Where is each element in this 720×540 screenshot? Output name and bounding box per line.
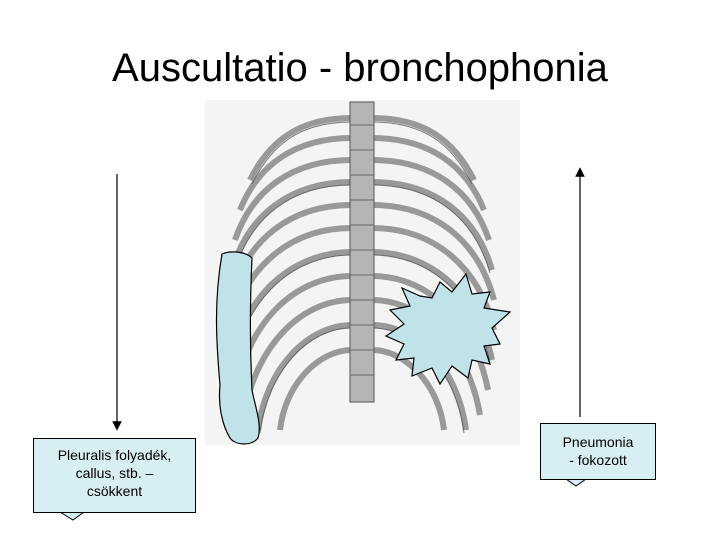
pneumonia-callout-line-2: - fokozott [541,451,655,469]
left-callout-tail [60,512,84,520]
effusion-callout-line-3: csökkent [34,482,195,500]
right-callout-tail [566,479,586,486]
pneumonia-callout-line-1: Pneumonia [541,433,655,451]
effusion-callout-line-1: Pleuralis folyadék, [34,446,195,464]
effusion-callout-line-2: callus, stb. – [34,464,195,482]
pneumonia-callout: Pneumonia - fokozott [540,423,656,480]
effusion-callout: Pleuralis folyadék, callus, stb. – csökk… [33,438,196,513]
